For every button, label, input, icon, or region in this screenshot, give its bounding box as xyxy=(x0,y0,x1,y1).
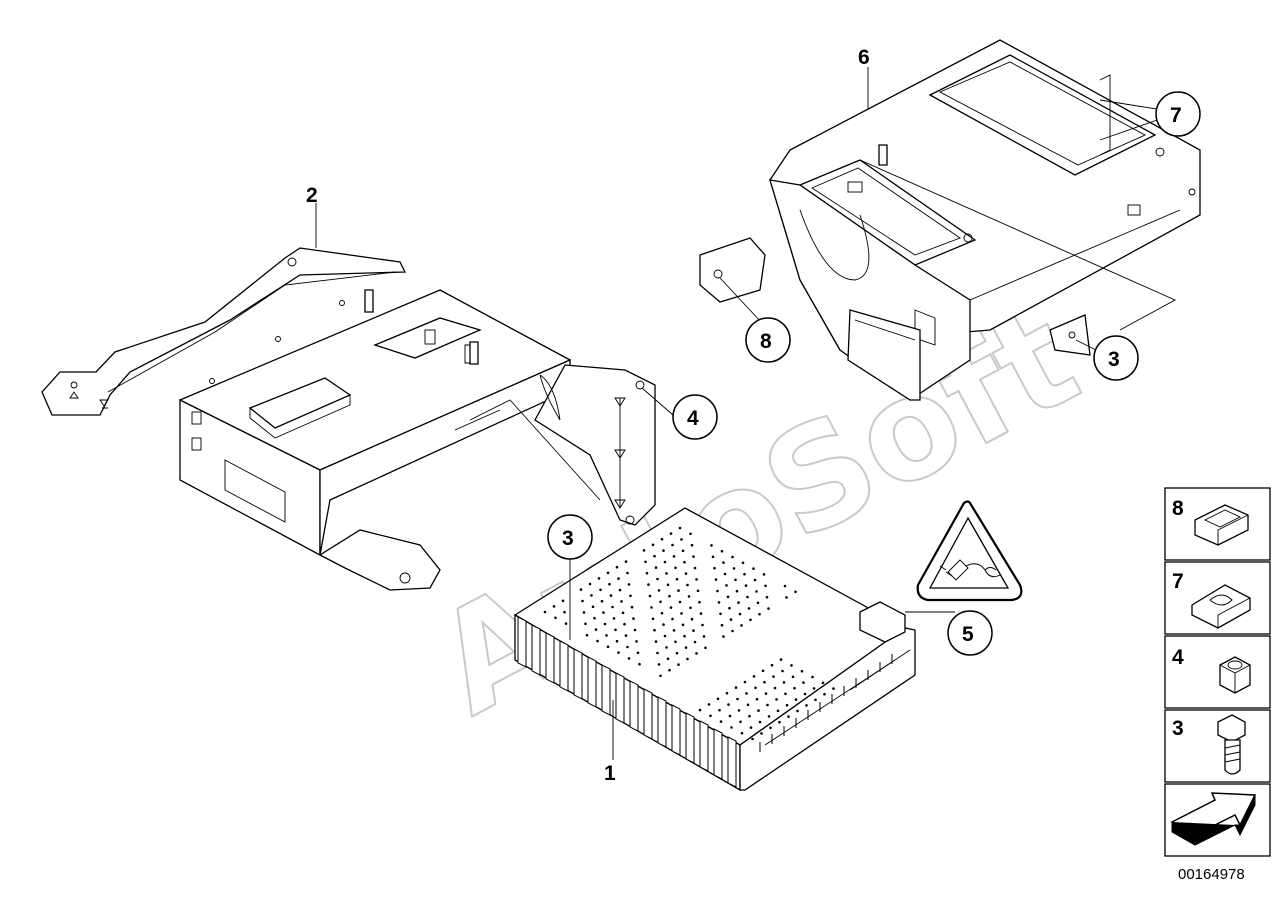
callout-8: 8 xyxy=(745,317,791,363)
bracket-part-2 xyxy=(41,247,656,591)
leader-lines xyxy=(315,67,1164,760)
legend-item-4: 4 xyxy=(1172,646,1251,694)
svg-text:7: 7 xyxy=(1170,104,1182,127)
svg-text:8: 8 xyxy=(760,330,772,353)
carrier-part-6 xyxy=(699,39,1201,401)
legend-item-7: 7 xyxy=(1172,570,1251,629)
svg-text:3: 3 xyxy=(562,527,574,550)
legend-item-3: 3 xyxy=(1172,714,1246,775)
callout-5: 5 xyxy=(947,610,993,656)
callout-3-upper: 3 xyxy=(1093,335,1139,381)
bolt-icon xyxy=(1217,714,1246,775)
callout-1: 1 xyxy=(604,762,616,785)
callout-6: 6 xyxy=(858,46,870,69)
warning-symbol-part-5 xyxy=(916,500,1023,602)
cooling-fins xyxy=(517,616,737,788)
svg-text:6: 6 xyxy=(858,46,870,69)
svg-text:3: 3 xyxy=(1172,717,1184,740)
svg-text:5: 5 xyxy=(962,623,974,646)
hex-nut-icon xyxy=(1219,656,1251,694)
legend-panel: 8 7 4 3 xyxy=(1164,487,1271,857)
callout-4: 4 xyxy=(672,394,718,440)
svg-text:3: 3 xyxy=(1108,348,1120,371)
svg-text:8: 8 xyxy=(1172,497,1184,520)
spring-nut-icon xyxy=(1191,584,1251,629)
callout-7: 7 xyxy=(1155,91,1201,137)
catalog-number: 00164978 xyxy=(1178,866,1245,883)
perforation-pattern xyxy=(543,526,835,741)
svg-text:2: 2 xyxy=(306,184,318,207)
callout-3-lower: 3 xyxy=(547,514,593,560)
svg-text:4: 4 xyxy=(1172,646,1184,669)
module-part-1 xyxy=(513,507,916,792)
callout-2: 2 xyxy=(306,184,318,207)
arrow-icon xyxy=(1170,792,1257,846)
clip-icon xyxy=(1194,504,1249,546)
svg-text:4: 4 xyxy=(687,407,699,430)
legend-item-8: 8 xyxy=(1172,497,1249,546)
svg-text:7: 7 xyxy=(1172,570,1184,593)
connector-pins xyxy=(759,654,893,752)
svg-text:1: 1 xyxy=(604,762,616,785)
